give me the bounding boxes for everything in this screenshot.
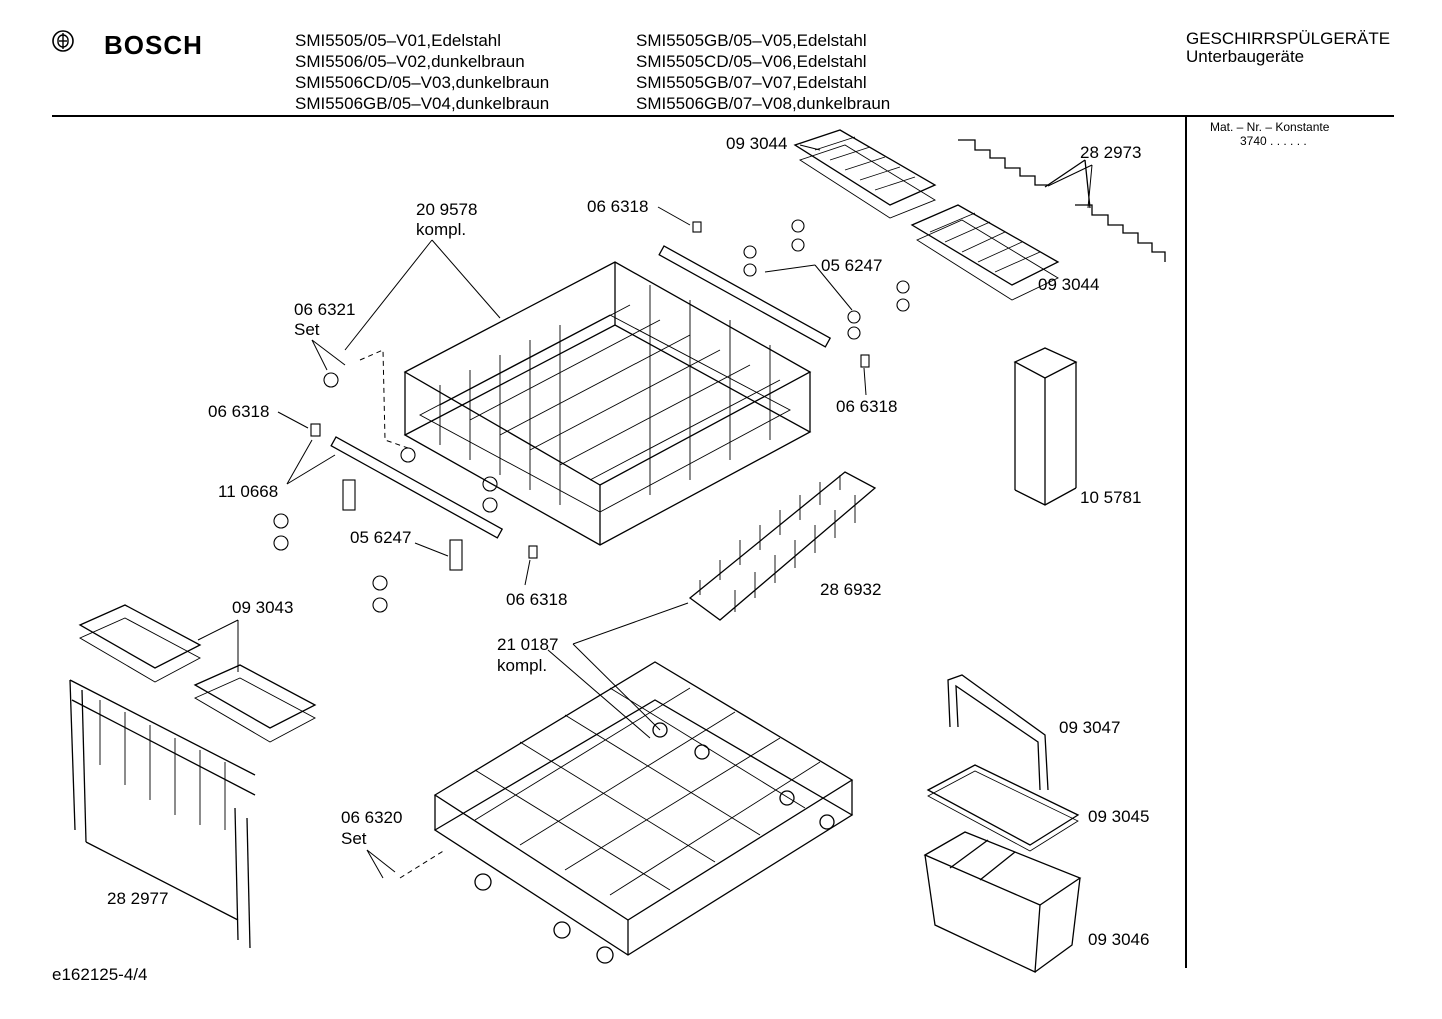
part-label: 20 9578: [416, 200, 478, 219]
leader-lines: [197, 144, 1093, 879]
model-item: SMI5506CD/05–V03,dunkelbraun: [295, 73, 550, 92]
model-item: SMI5505/05–V01,Edelstahl: [295, 31, 502, 50]
part-label: 06 6318: [587, 197, 649, 216]
part-label: 09 3047: [1059, 718, 1121, 737]
header-divider: [52, 115, 1394, 117]
part-label: 09 3044: [726, 134, 788, 153]
cutlery-tray-lower-2: [193, 664, 317, 743]
part-label: 11 0668: [218, 482, 279, 501]
rack-286932: [688, 471, 877, 621]
part-label: 21 0187: [497, 635, 559, 654]
cutlery-basket: [923, 831, 1082, 973]
drawing-code: e162125-4/4: [52, 965, 148, 984]
rail-bottom: [330, 436, 504, 539]
sidebar-divider: [1185, 116, 1187, 968]
model-item: SMI5506GB/05–V04,dunkelbraun: [295, 94, 550, 113]
part-label: 10 5781: [1080, 488, 1142, 507]
part-label: 06 6318: [208, 402, 270, 421]
part-label: 09 3044: [1038, 275, 1100, 294]
cutlery-tray-lower-1: [78, 604, 202, 683]
model-item: SMI5505GB/05–V05,Edelstahl: [636, 31, 867, 50]
category-subtitle: Unterbaugeräte: [1186, 47, 1305, 66]
part-label: 06 6321: [294, 300, 356, 319]
part-label: 06 6320: [341, 808, 403, 827]
mat-value: 3740 . . . . . .: [1240, 134, 1307, 148]
model-item: SMI5505GB/07–V07,Edelstahl: [636, 73, 867, 92]
material-constant: Mat. – Nr. – Konstante 3740 . . . . . .: [1210, 120, 1329, 148]
upper-basket: [403, 261, 812, 546]
cutlery-cylinder: [1013, 347, 1078, 506]
wheel-set: [273, 219, 910, 613]
lower-basket: [433, 661, 854, 964]
frame-282977: [69, 679, 256, 949]
exploded-parts-drawing: [69, 129, 1166, 973]
part-label: 05 6247: [821, 256, 883, 275]
part-label: 06 6318: [506, 590, 568, 609]
brand-name: BOSCH: [104, 30, 203, 60]
dashed-guides: [359, 349, 446, 879]
model-list-2: SMI5505GB/05–V05,Edelstahl SMI5505CD/05–…: [636, 30, 890, 114]
part-label: 09 3046: [1088, 930, 1150, 949]
part-label: 28 2977: [107, 889, 169, 908]
cutlery-tray-upper-2: [910, 204, 1060, 301]
basket-handle: [947, 674, 1049, 791]
model-item: SMI5506/05–V02,dunkelbraun: [295, 52, 525, 71]
bosch-logo-icon: [52, 30, 74, 52]
part-label: 09 3045: [1088, 807, 1150, 826]
model-list-1: SMI5505/05–V01,Edelstahl SMI5506/05–V02,…: [295, 30, 549, 114]
part-label: Set: [294, 320, 320, 339]
model-item: SMI5505CD/05–V06,Edelstahl: [636, 52, 867, 71]
part-label: 28 6932: [820, 580, 882, 599]
mat-label: Mat. – Nr. – Konstante: [1210, 120, 1330, 134]
rail-top: [658, 245, 832, 348]
part-label: 09 3043: [232, 598, 294, 617]
model-item: SMI5506GB/07–V08,dunkelbraun: [636, 94, 891, 113]
part-label: 05 6247: [350, 528, 412, 547]
cutlery-tray-upper-1: [793, 129, 937, 219]
part-label: 06 6318: [836, 397, 898, 416]
part-label: 28 2973: [1080, 143, 1142, 162]
category-block: GESCHIRRSPÜLGERÄTE Unterbaugeräte: [1186, 30, 1390, 66]
part-label: kompl.: [497, 656, 548, 675]
part-label: kompl.: [416, 220, 467, 239]
basket-lid: [926, 764, 1080, 852]
category-title: GESCHIRRSPÜLGERÄTE: [1186, 29, 1391, 48]
part-label: Set: [341, 829, 367, 848]
